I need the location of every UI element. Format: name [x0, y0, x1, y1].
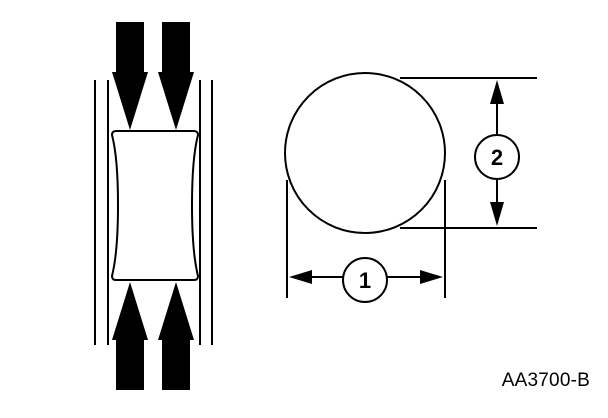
- callout-1-label: 1: [359, 268, 371, 293]
- callout-1-circle: [342, 257, 388, 303]
- part-end-view-circle: [284, 72, 446, 234]
- callout-2-label: 2: [491, 145, 503, 170]
- callout-2-circle: [474, 134, 520, 180]
- bore-side-view: [94, 80, 213, 345]
- arrow-up-icon: [112, 282, 148, 390]
- figure-reference-code: AA3700-B: [501, 370, 590, 391]
- compression-arrows-bottom: [112, 282, 194, 390]
- arrowhead-up-icon: [490, 80, 504, 104]
- compression-arrows-top: [112, 22, 194, 130]
- cylinder-body: [110, 130, 200, 281]
- arrowhead-right-icon: [420, 270, 443, 284]
- arrow-down-icon: [158, 22, 194, 130]
- end-view: [284, 72, 537, 298]
- dimension-2: 2: [474, 80, 520, 226]
- dimension-1: 1: [289, 257, 443, 303]
- arrow-up-icon: [158, 282, 194, 390]
- arrowhead-left-icon: [289, 270, 312, 284]
- arrow-down-icon: [112, 22, 148, 130]
- arrowhead-down-icon: [490, 202, 504, 226]
